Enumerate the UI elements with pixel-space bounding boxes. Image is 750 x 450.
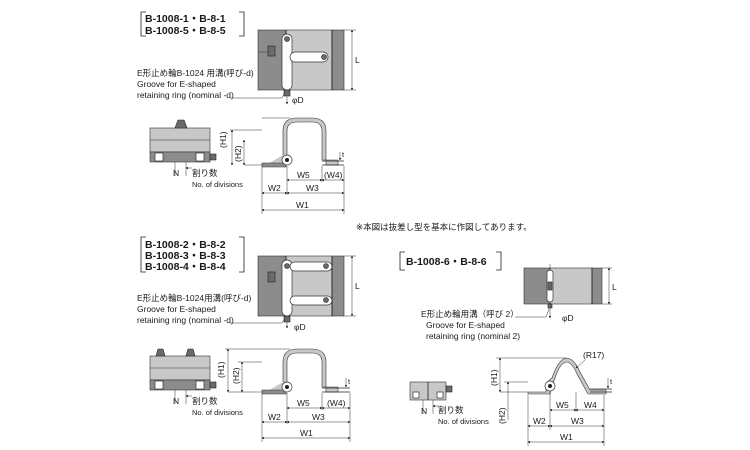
divisions-en-b: No. of divisions [192, 408, 243, 417]
dim-W2-c: W2 [533, 416, 546, 426]
diagram-a: B-1008-1・B-8-1 B-1008-5・B-8-5 L φ [137, 11, 360, 214]
top-view-c: L φD [523, 264, 617, 323]
dim-L-a: L [355, 55, 360, 65]
dim-N-a: N [173, 168, 179, 178]
dim-phiD-a: φD [292, 95, 304, 105]
dim-W4-a: (W4) [324, 170, 343, 180]
dim-W5-c: W5 [556, 400, 569, 410]
dim-N-c: N [421, 406, 427, 416]
dim-W4-c: W4 [584, 400, 597, 410]
groove-label-jp-c: E形止め輪用溝（呼び 2） [421, 309, 519, 319]
dim-H1-c: (H1) [489, 369, 499, 386]
dim-L-c: L [612, 282, 617, 292]
model-b-3: B-1008-4・B-8-4 [145, 261, 226, 273]
divisions-en-a: No. of divisions [192, 180, 243, 189]
model-a-2: B-1008-5・B-8-5 [145, 25, 226, 37]
dim-W2-b: W2 [268, 412, 281, 422]
groove-label-jp-b: E形止め輪B-1024用溝(呼び-d) [137, 293, 251, 303]
model-a-1: B-1008-1・B-8-1 [145, 13, 226, 25]
dim-W1-b: W1 [300, 428, 313, 438]
dim-R17-c: (R17) [583, 350, 604, 360]
profile-view-b: t (H1) (H2) W5 (W4) W2 W3 W1 [216, 348, 351, 442]
model-bracket-right-b [239, 236, 245, 273]
model-bracket-right-c [496, 251, 502, 271]
front-view-b: N 割り数 No. of divisions [149, 348, 243, 417]
model-bracket-left-c [399, 251, 405, 271]
model-b-1: B-1008-2・B-8-2 [145, 239, 226, 251]
model-bracket-right [239, 11, 245, 37]
divisions-jp-b: 割り数 [192, 396, 218, 406]
dim-H2-b: (H2) [231, 367, 241, 384]
groove-label-en1-a: Groove for E-shaped [137, 79, 216, 89]
groove-label-jp-a: E形止め輪B-1024 用溝(呼び-d) [137, 68, 254, 78]
profile-view-c: t (R17) (H1) (H2) W5 W4 W2 W3 W1 [489, 350, 613, 446]
divisions-jp-c: 割り数 [438, 405, 464, 415]
dim-H2-a: (H2) [233, 145, 243, 162]
dim-t-b: t [348, 377, 351, 386]
profile-view-a: t (H1) (H2) W5 (W4) W2 W3 W1 [218, 117, 345, 214]
model-b-2: B-1008-3・B-8-3 [145, 250, 226, 262]
dim-phiD-c: φD [562, 313, 574, 323]
top-view-a: L φD [257, 29, 360, 105]
diagram-b: B-1008-2・B-8-2 B-1008-3・B-8-3 B-1008-4・B… [137, 236, 360, 442]
dim-H1-b: (H1) [216, 361, 226, 378]
divisions-jp-a: 割り数 [192, 168, 218, 178]
dim-W2-a: W2 [268, 183, 281, 193]
dim-N-b: N [173, 396, 179, 406]
dim-H1-a: (H1) [218, 131, 228, 148]
front-view-a: N 割り数 No. of divisions [149, 119, 243, 189]
dim-t-a: t [342, 150, 345, 159]
groove-label-en1-b: Groove for E-shaped [137, 304, 216, 314]
dim-W1-a: W1 [296, 200, 309, 210]
dim-W3-c: W3 [571, 416, 584, 426]
dim-W3-b: W3 [312, 412, 325, 422]
dim-t-c: t [610, 377, 613, 386]
dim-W5-a: W5 [297, 170, 310, 180]
drawing-note: ※本図は抜差し型を基本に作図してあります。 [356, 222, 532, 232]
front-view-c: N 割り数 No. of divisions [409, 381, 489, 426]
dim-W4-b: (W4) [327, 398, 346, 408]
groove-label-en1-c: Groove for E-shaped [426, 320, 505, 330]
dim-W1-c: W1 [560, 432, 573, 442]
model-bracket-left [140, 11, 146, 37]
dim-phiD-b: φD [294, 322, 306, 332]
dim-H2-c: (H2) [497, 407, 507, 424]
model-bracket-left-b [140, 236, 146, 273]
dim-L-b: L [355, 281, 360, 291]
divisions-en-c: No. of divisions [438, 417, 489, 426]
dim-W5-b: W5 [297, 398, 310, 408]
top-view-b: L φD [257, 255, 360, 332]
model-c-1: B-1008-6・B-8-6 [406, 256, 487, 268]
groove-label-en2-c: retaining ring (nominal 2) [426, 331, 520, 341]
groove-label-en2-a: retaining ring (nominal -d) [137, 90, 234, 100]
groove-label-en2-b: retaining ring (nominal -d) [137, 315, 234, 325]
diagram-c: B-1008-6・B-8-6 L φD E形止め輪用溝（呼び 2） Groove… [399, 251, 617, 446]
dim-W3-a: W3 [306, 183, 319, 193]
